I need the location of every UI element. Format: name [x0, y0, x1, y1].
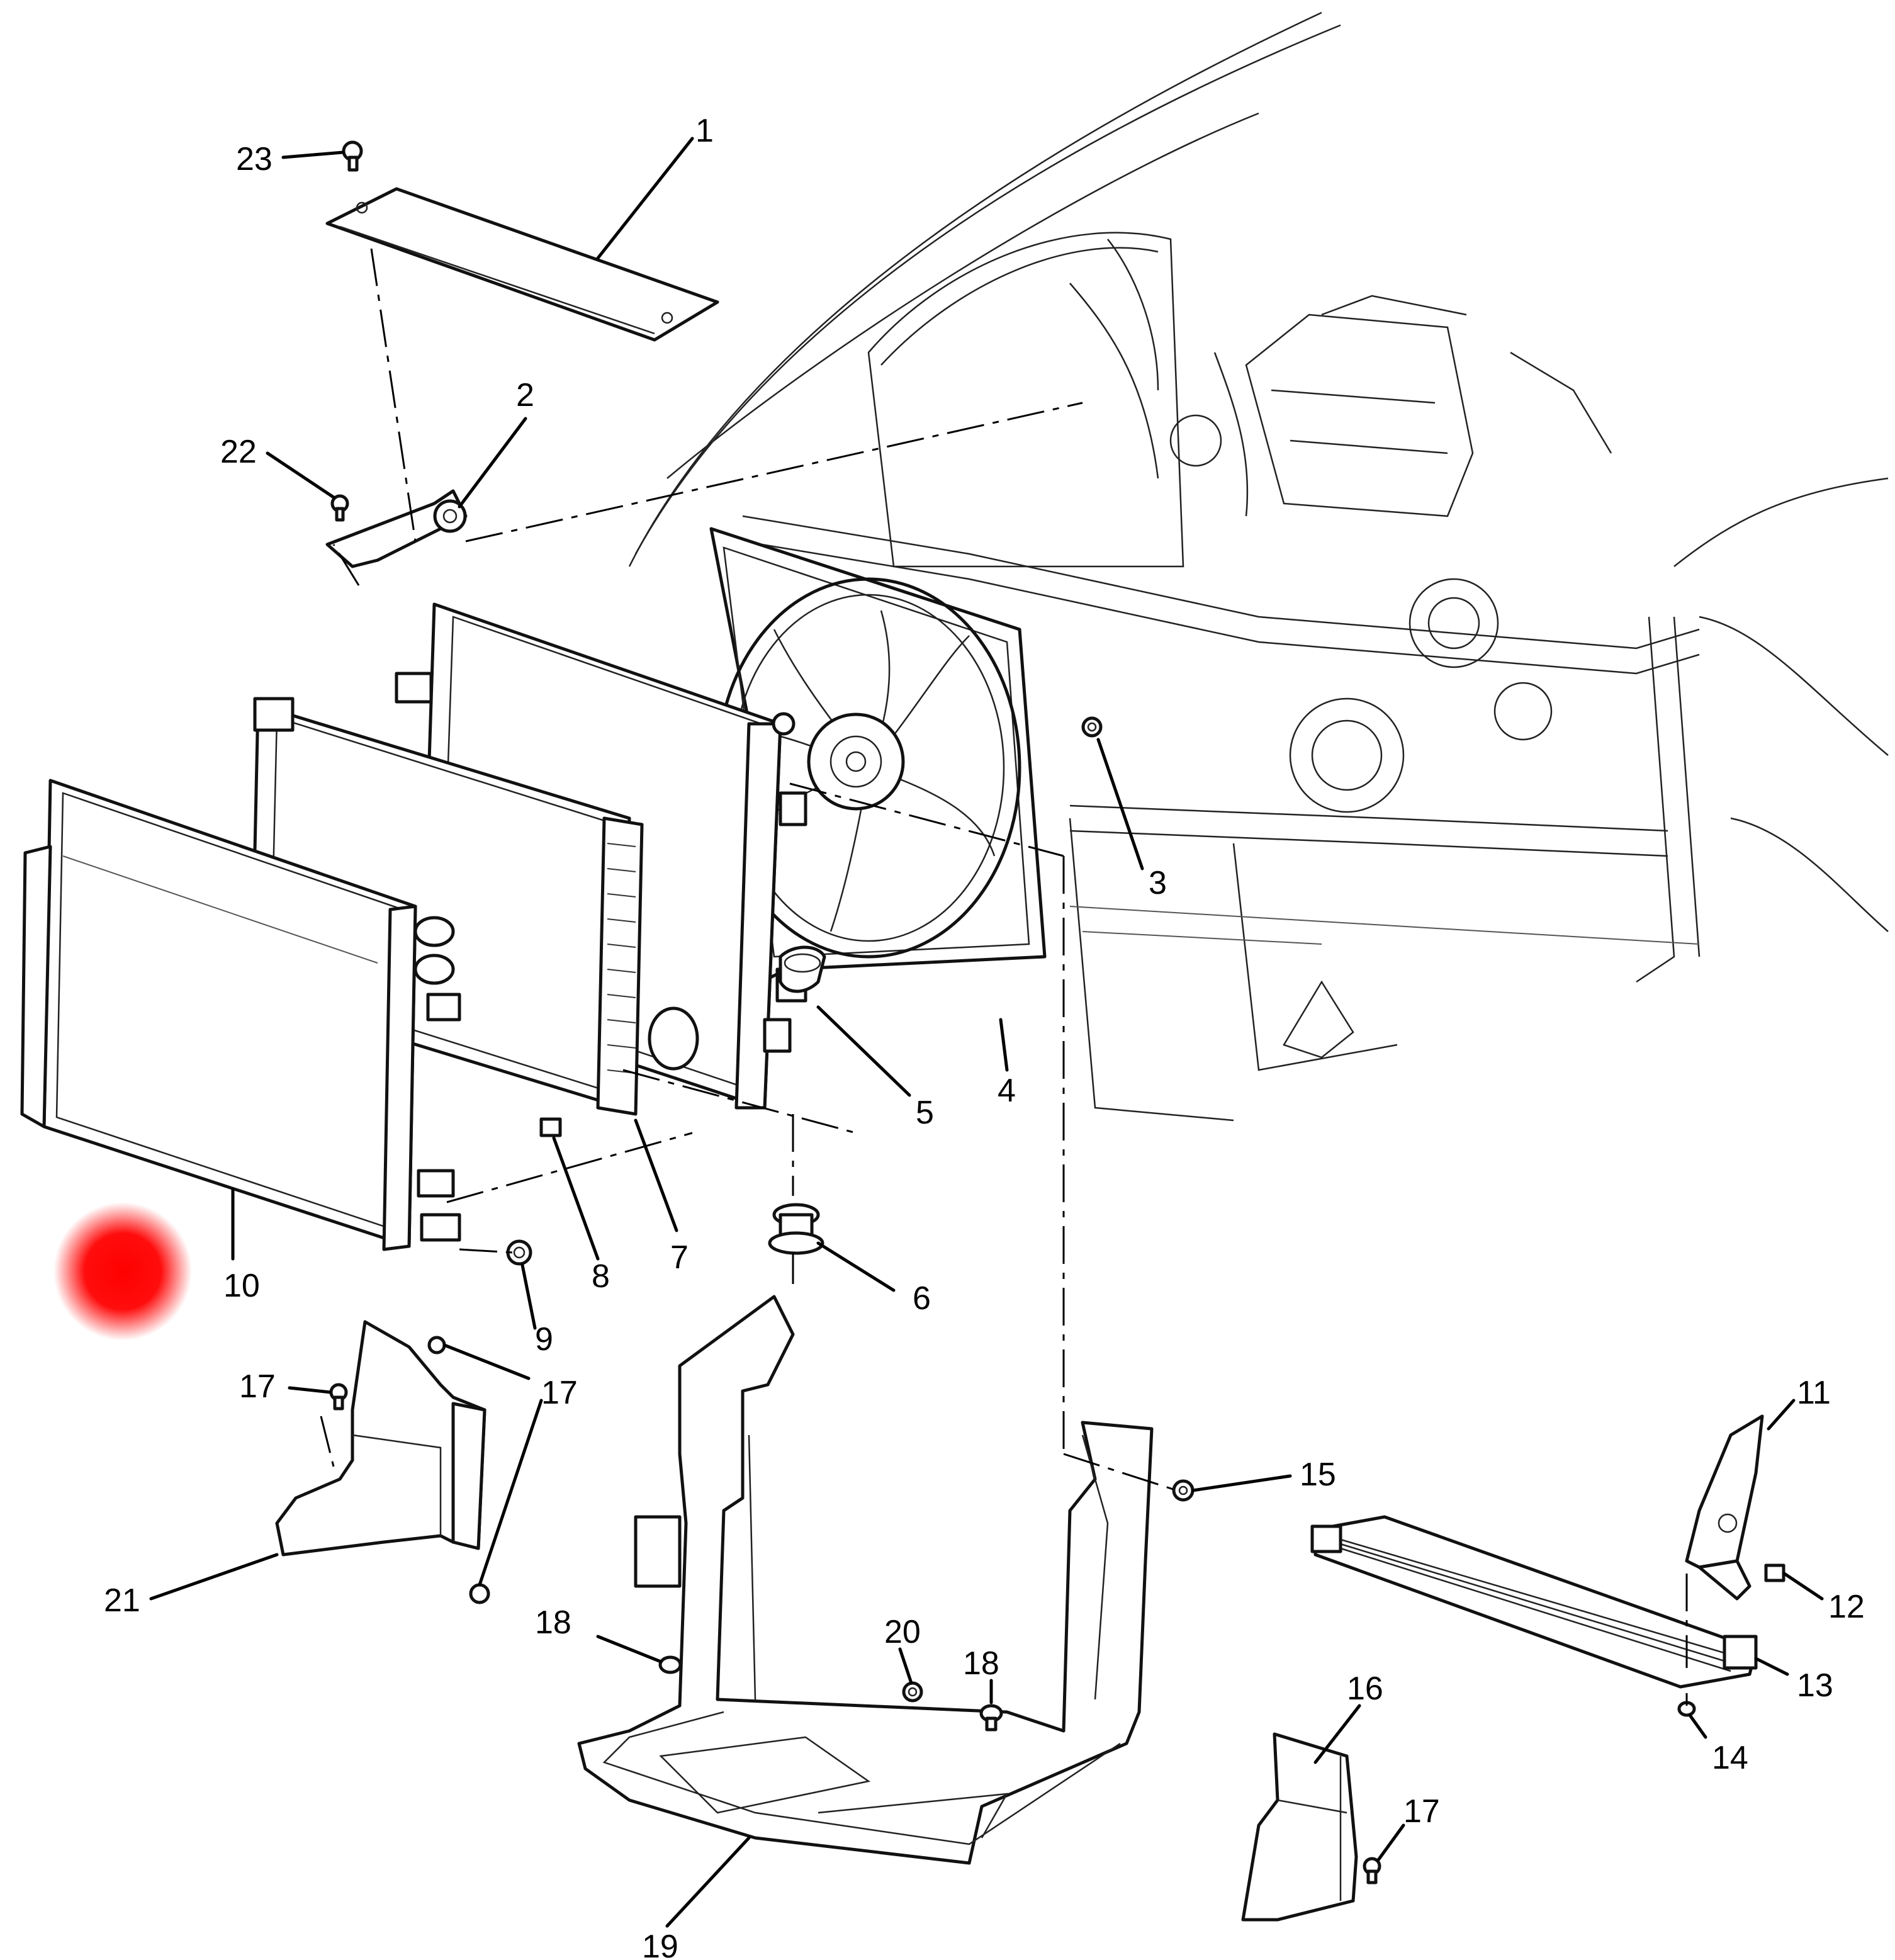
- callout-20: 20: [884, 1614, 921, 1650]
- callout-5: 5: [916, 1095, 934, 1131]
- callout-12: 12: [1828, 1589, 1865, 1625]
- callout-2: 2: [516, 377, 534, 414]
- part-17-mount-hole: [469, 1583, 490, 1604]
- callout-16: 16: [1347, 1670, 1383, 1707]
- callout-6: 6: [913, 1280, 931, 1317]
- part-18-pushpin-left: [658, 1655, 682, 1674]
- callout-labels: 1 2 3 4 5 6 7 8 9 10 11 12 13 14 15 16 1…: [104, 113, 1865, 1960]
- part-19-lower-air-baffle: [577, 1295, 1154, 1865]
- callout-10: 10: [223, 1268, 260, 1304]
- callout-11: 11: [1797, 1375, 1831, 1411]
- red-marker-dot: [53, 1202, 192, 1341]
- callout-17c: 17: [1403, 1793, 1440, 1830]
- callout-18a: 18: [535, 1604, 571, 1641]
- callout-22: 22: [220, 434, 257, 470]
- callout-9: 9: [535, 1321, 553, 1358]
- part-8-clip: [539, 1117, 562, 1137]
- part-10-condenser: [20, 779, 461, 1251]
- part-9-bolt: [506, 1239, 532, 1266]
- part-4-fan-shroud: [709, 527, 1047, 984]
- part-20-screw: [902, 1681, 923, 1703]
- part-1-radiator-upper-cover: [325, 187, 719, 342]
- callout-19: 19: [642, 1929, 678, 1960]
- part-17-pushpin-a: [329, 1383, 348, 1411]
- callout-17b: 17: [541, 1375, 578, 1411]
- callout-13: 13: [1797, 1667, 1833, 1704]
- part-15-nut: [1172, 1479, 1195, 1502]
- part-17-pushpin-c: [1363, 1857, 1381, 1884]
- part-6-grommet: [768, 1203, 824, 1255]
- part-2-upper-mount-bracket: [325, 489, 468, 568]
- callout-15: 15: [1300, 1456, 1336, 1493]
- part-13-oil-cooler: [1310, 1515, 1758, 1689]
- part-22-screw: [330, 494, 349, 522]
- callout-21: 21: [104, 1582, 140, 1619]
- leader-lines: [149, 137, 1824, 1928]
- part-23-clip: [342, 140, 363, 172]
- callout-23: 23: [236, 141, 273, 177]
- alignment-lines: [320, 248, 1688, 1706]
- part-3-nut: [1081, 716, 1103, 738]
- part-12-clip: [1764, 1563, 1785, 1582]
- part-21-left-air-deflector: [275, 1320, 486, 1557]
- callout-8: 8: [592, 1258, 610, 1295]
- callout-7: 7: [670, 1239, 689, 1276]
- callout-18b: 18: [963, 1645, 999, 1682]
- callout-14: 14: [1712, 1740, 1748, 1776]
- callout-17a: 17: [239, 1368, 276, 1405]
- part-17-pushpin-b: [427, 1336, 446, 1355]
- part-5-hose: [779, 945, 826, 993]
- callout-1: 1: [695, 113, 714, 149]
- part-11-cooler-bracket: [1685, 1414, 1764, 1601]
- part-18-pushpin-right: [979, 1704, 1003, 1732]
- part-16-right-air-deflector: [1241, 1732, 1358, 1922]
- callout-3: 3: [1149, 865, 1167, 901]
- callout-4: 4: [998, 1073, 1016, 1109]
- vehicle-front-structure: [628, 11, 1889, 1122]
